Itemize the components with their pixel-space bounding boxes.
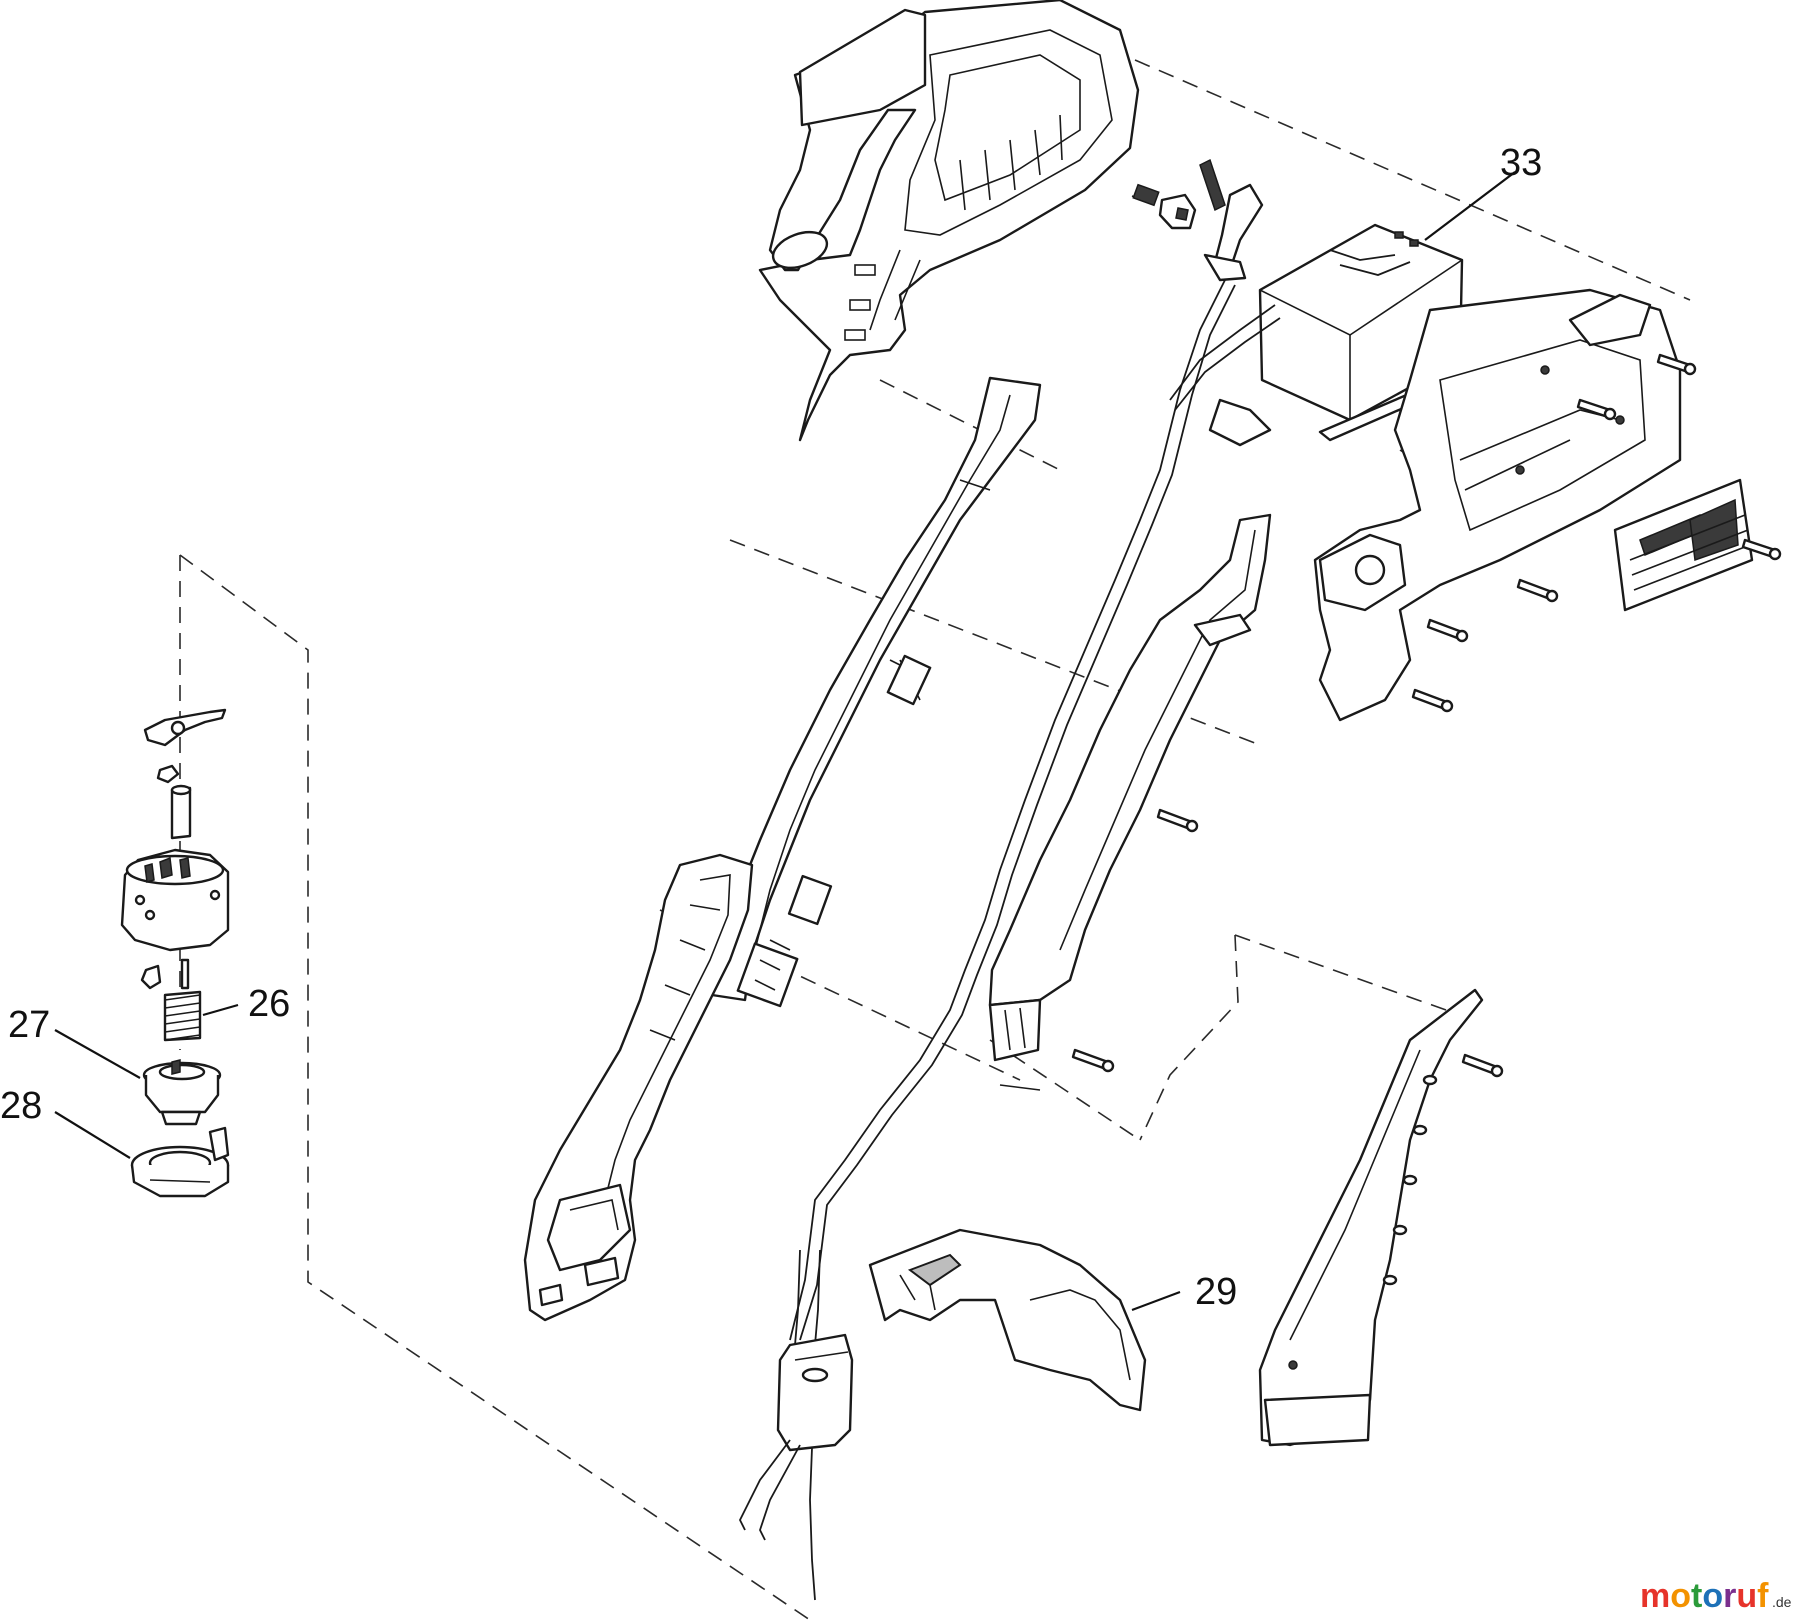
small-nut (156, 764, 180, 784)
callout-26: 26 (248, 983, 290, 1025)
watermark-suffix: .de (1772, 1594, 1792, 1610)
battery-wire-harness (789, 279, 1281, 1341)
screw (1156, 808, 1199, 833)
assembly-guide-lines (179, 59, 1691, 1621)
lower-left-housing (523, 853, 754, 1322)
leader-26 (202, 1003, 239, 1017)
leader-lines (54, 171, 1516, 1312)
watermark-letter: r (1723, 1577, 1736, 1615)
watermark-letter: u (1736, 1577, 1757, 1615)
trigger-switch (1158, 193, 1197, 230)
motor (738, 1249, 854, 1601)
screw (1576, 398, 1617, 421)
spool-clip (140, 964, 162, 990)
screw (1411, 688, 1454, 713)
grass-guard (868, 1228, 1147, 1412)
spool (142, 1059, 222, 1126)
watermark-letter: m (1640, 1577, 1670, 1615)
screws (1071, 353, 1782, 1078)
spool-housing (120, 848, 230, 952)
spring (163, 990, 202, 1042)
leader-29 (1131, 1290, 1181, 1312)
screw (1656, 353, 1697, 376)
screw (1071, 1048, 1115, 1073)
watermark-letter: f (1757, 1577, 1769, 1615)
spool-pin (180, 958, 190, 990)
leader-33 (1424, 171, 1516, 241)
watermark-letter: o (1670, 1577, 1691, 1615)
cutter-blade (143, 708, 227, 747)
lower-right-housing (1258, 988, 1484, 1447)
shaft-tube-left (710, 376, 1042, 1008)
watermark-letter: o (1702, 1577, 1723, 1615)
model-label-plate (1613, 478, 1754, 612)
spool-cap (130, 1126, 230, 1198)
label-sticker-top (798, 8, 927, 127)
screw (1426, 618, 1469, 643)
watermark-letter: t (1691, 1577, 1702, 1615)
leader-28 (54, 1111, 131, 1159)
trigger-spring-small (1131, 183, 1160, 207)
trigger-spring-long (1199, 158, 1226, 212)
spacer-sleeve (170, 784, 192, 840)
callout-33: 33 (1500, 142, 1542, 184)
screw (1741, 538, 1782, 561)
svg-text:motoruf: motoruf (1640, 1577, 1769, 1615)
upper-right-housing (1313, 288, 1682, 722)
motoruf-watermark: motoruf .de (1640, 1577, 1792, 1615)
shaft-tube-right (988, 513, 1272, 1091)
callout-27: 27 (8, 1004, 50, 1046)
trigger-lever (1203, 183, 1264, 282)
callout-29: 29 (1195, 1271, 1237, 1313)
spool-assembly (120, 708, 230, 1198)
screw (1516, 578, 1559, 603)
leader-27 (54, 1029, 141, 1079)
callout-28: 28 (0, 1085, 42, 1127)
screw (1461, 1053, 1504, 1078)
